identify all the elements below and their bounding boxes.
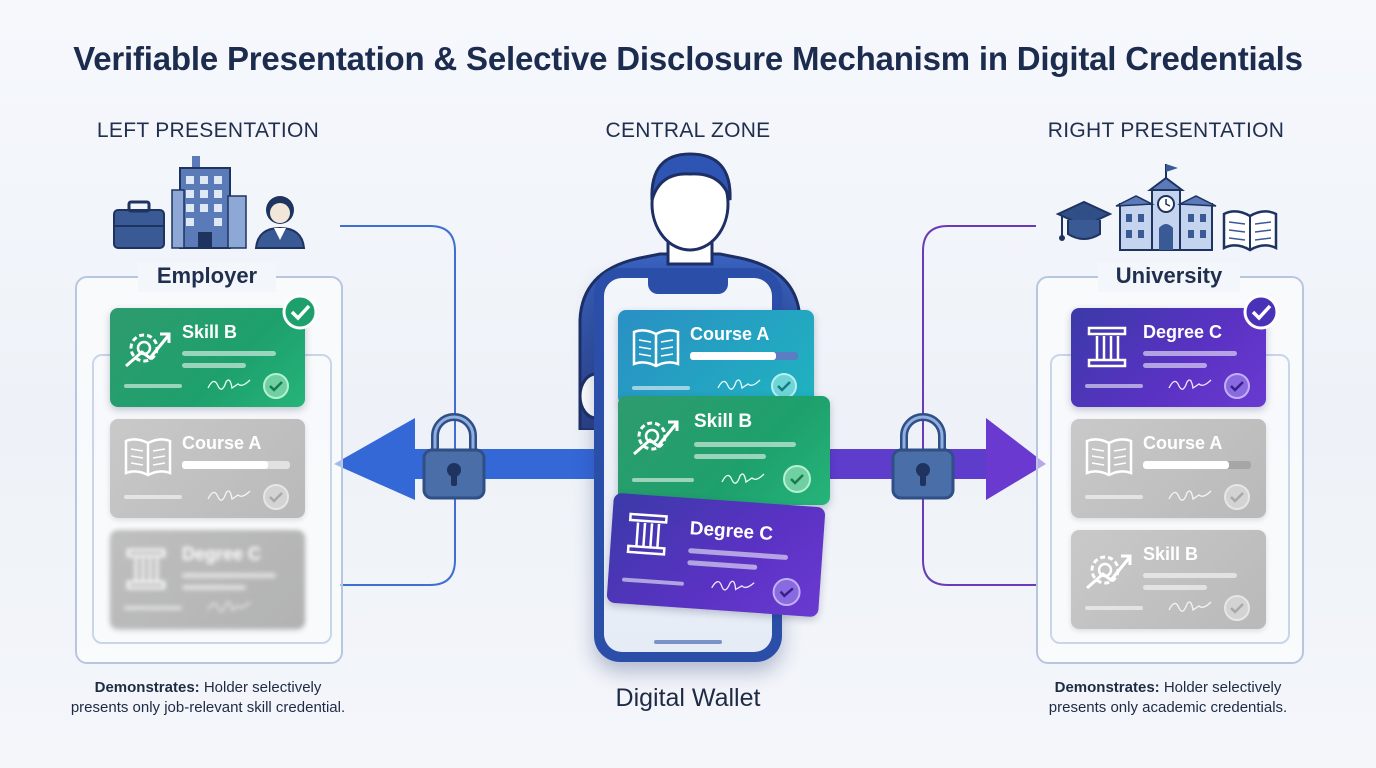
gear-growth-icon xyxy=(633,420,679,456)
credential-card-skill-b[interactable]: Skill B xyxy=(1071,530,1266,629)
center-zone-label: CENTRAL ZONE xyxy=(605,119,771,142)
card-title: Degree C xyxy=(689,518,774,545)
checkmark-badge-icon xyxy=(282,294,318,330)
employer-label: Employer xyxy=(156,263,258,288)
businesswoman-icon xyxy=(254,196,306,249)
card-title: Degree C xyxy=(182,544,262,564)
credential-card-course-a[interactable]: Course A xyxy=(1071,419,1266,518)
signature-icon xyxy=(207,490,251,501)
signature-icon xyxy=(1168,490,1212,501)
seal-icon xyxy=(783,465,811,493)
credential-card-degree-c[interactable]: Degree C xyxy=(110,530,305,629)
padlock-icon xyxy=(891,413,955,500)
padlock-icon xyxy=(422,413,486,500)
graduation-cap-icon xyxy=(1055,200,1113,241)
credential-card-degree-c[interactable]: Degree C xyxy=(1071,308,1266,407)
university-icons xyxy=(1054,160,1280,252)
card-title: Degree C xyxy=(1143,322,1223,342)
left-zone-label: LEFT PRESENTATION xyxy=(96,119,320,142)
wallet-card-skill-b[interactable]: Skill B xyxy=(618,396,830,505)
open-book-icon xyxy=(632,329,680,368)
left-caption: Demonstrates: Holder selectively present… xyxy=(70,679,346,716)
card-title: Skill B xyxy=(182,322,238,342)
credential-card-course-a[interactable]: Course A xyxy=(110,419,305,518)
seal-icon xyxy=(772,578,801,607)
left-connector-line xyxy=(340,225,456,586)
digital-wallet-label: Digital Wallet xyxy=(615,684,761,712)
card-title: Course A xyxy=(182,433,262,453)
signature-icon xyxy=(207,379,251,390)
credential-card-skill-b[interactable]: Skill B xyxy=(110,308,305,407)
seal-icon xyxy=(1224,595,1250,621)
gear-growth-icon xyxy=(125,332,171,368)
open-book-icon xyxy=(124,438,172,477)
signature-icon xyxy=(1168,379,1212,390)
card-title: Skill B xyxy=(1143,544,1199,564)
page-title: Verifiable Presentation & Selective Disc… xyxy=(73,40,1303,77)
wallet-card-course-a[interactable]: Course A xyxy=(618,310,814,405)
signature-icon xyxy=(1168,601,1212,612)
seal-icon xyxy=(1224,484,1250,510)
right-caption: Demonstrates: Holder selectively present… xyxy=(1048,679,1288,716)
signature-icon xyxy=(711,580,755,591)
card-title: Skill B xyxy=(694,411,753,432)
card-title: Course A xyxy=(1143,433,1223,453)
seal-icon xyxy=(771,373,797,399)
gear-growth-icon xyxy=(1086,554,1132,590)
employer-icons xyxy=(110,152,310,252)
right-arrow-head xyxy=(986,418,1046,500)
signature-icon xyxy=(207,601,251,612)
open-book-icon xyxy=(1222,210,1278,252)
briefcase-icon xyxy=(113,200,165,249)
signature-icon xyxy=(717,379,761,390)
seal-icon xyxy=(263,373,289,399)
university-building-icon xyxy=(1115,164,1217,251)
card-title: Course A xyxy=(690,324,770,344)
right-zone-label: RIGHT PRESENTATION xyxy=(1047,119,1285,142)
seal-icon xyxy=(263,484,289,510)
checkmark-badge-icon xyxy=(1243,294,1279,330)
open-book-icon xyxy=(1085,438,1133,477)
seal-icon xyxy=(1224,373,1250,399)
column-icon xyxy=(1087,326,1127,368)
left-arrow-head xyxy=(334,418,415,500)
right-connector-line xyxy=(922,225,1036,586)
office-building-icon xyxy=(171,156,247,249)
wallet-card-degree-c[interactable]: Degree C xyxy=(606,492,826,618)
signature-icon xyxy=(721,473,765,484)
column-icon xyxy=(626,512,668,556)
university-label: University xyxy=(1115,263,1223,288)
column-icon xyxy=(126,548,166,590)
